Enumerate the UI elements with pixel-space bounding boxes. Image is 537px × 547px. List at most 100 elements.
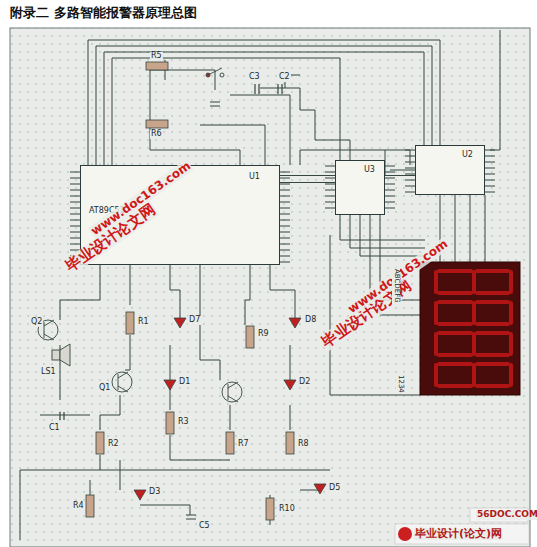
part-label: ABCDEFG [392, 268, 400, 304]
chip-pins [280, 250, 290, 251]
seven-segment-display [439, 269, 471, 273]
resistor-symbol [166, 412, 174, 434]
chip-pins [70, 244, 80, 245]
chip-pins [485, 168, 495, 169]
wires [485, 195, 486, 262]
wires [230, 405, 231, 430]
seven-segment-display [477, 384, 508, 388]
wires [290, 405, 291, 430]
chip-pins [280, 172, 290, 173]
wires [390, 170, 415, 171]
chip-pins [405, 162, 415, 163]
resistor-symbol [86, 62, 294, 520]
wires [455, 195, 456, 262]
seven-segment-display [434, 365, 438, 385]
resistor-symbol [286, 432, 294, 454]
sheet [10, 28, 530, 547]
part-label: D1 [178, 378, 191, 387]
capacitor-symbol [278, 84, 282, 94]
wire-connector [280, 182, 335, 183]
transistor-symbol [228, 382, 238, 402]
chip-pins [280, 190, 290, 191]
wires [230, 95, 290, 165]
wires [490, 30, 500, 150]
part-label: LS1 [40, 368, 57, 377]
seven-segment-display [477, 300, 508, 304]
chip-pins [280, 214, 290, 215]
wires [20, 470, 330, 471]
page-title: 附录二 多路智能报警器原理总图 [10, 4, 197, 22]
capacitor-symbol [255, 84, 259, 94]
chip-pins [385, 172, 395, 173]
wires [200, 265, 220, 380]
seven-segment-display [477, 362, 508, 366]
seven-segment-display [439, 322, 471, 326]
seven-segment-display [439, 353, 471, 357]
seven-segment-display [420, 262, 520, 395]
part-label: R3 [177, 418, 190, 427]
capacitor-symbol [186, 515, 196, 519]
led-symbol [289, 318, 301, 328]
seven-segment-display [477, 269, 508, 273]
chip-pins [325, 196, 335, 197]
part-label: R10 [278, 505, 296, 514]
wires [100, 455, 101, 470]
chip-pins [485, 150, 495, 151]
chip-pins [70, 196, 80, 197]
chip-pins [70, 208, 80, 209]
part-label: R9 [257, 330, 270, 339]
wires [60, 265, 100, 320]
wires [270, 265, 295, 318]
seven-segment-display [439, 384, 471, 388]
chip-pins [385, 166, 395, 167]
led-symbol [134, 318, 326, 500]
chip-pins [385, 196, 395, 197]
chip-pins [485, 156, 495, 157]
seven-segment-display [434, 303, 438, 323]
led-symbol [284, 380, 296, 390]
part-label: Q2 [30, 318, 43, 327]
part-label: R8 [297, 440, 310, 449]
part-label: R5 [150, 52, 163, 61]
chip-pins [70, 214, 80, 215]
sheet [10, 28, 530, 547]
part-label: C3 [248, 73, 261, 82]
resistor-symbol [96, 432, 104, 454]
capacitor-symbol [60, 412, 64, 420]
seven-segment-display [472, 303, 476, 323]
seven-segment-display [439, 300, 471, 304]
ic-chip: U2 [415, 145, 485, 195]
led-symbol [134, 490, 146, 500]
chip-pins [70, 172, 80, 173]
wires [140, 505, 190, 515]
seven-segment-display [509, 365, 513, 385]
chip-pins [70, 226, 80, 227]
wires [200, 125, 265, 165]
transistor-symbol [118, 372, 128, 392]
seven-segment-display [439, 362, 471, 366]
seven-segment-display [477, 322, 508, 326]
resistor-symbol [146, 120, 168, 128]
seven-segment-display [439, 331, 471, 335]
chip-pins [405, 180, 415, 181]
sheet [10, 28, 530, 547]
seven-segment-display [472, 334, 476, 354]
wires [40, 415, 90, 416]
chip-pins [485, 174, 495, 175]
switch-symbol [206, 68, 224, 77]
chip-pins [325, 202, 335, 203]
chip-pins [485, 180, 495, 181]
chip-pins [280, 202, 290, 203]
chip-pins [325, 178, 335, 179]
part-label: 1234 [396, 374, 404, 394]
wires [130, 265, 131, 305]
chip-pins [405, 150, 415, 151]
chip-pins [405, 192, 415, 193]
part-label: R4 [72, 502, 85, 511]
part-label: D5 [328, 484, 341, 493]
chip-pins [405, 186, 415, 187]
seven-segment-display [436, 271, 511, 386]
wires [170, 435, 230, 460]
seven-segment-display [509, 334, 513, 354]
